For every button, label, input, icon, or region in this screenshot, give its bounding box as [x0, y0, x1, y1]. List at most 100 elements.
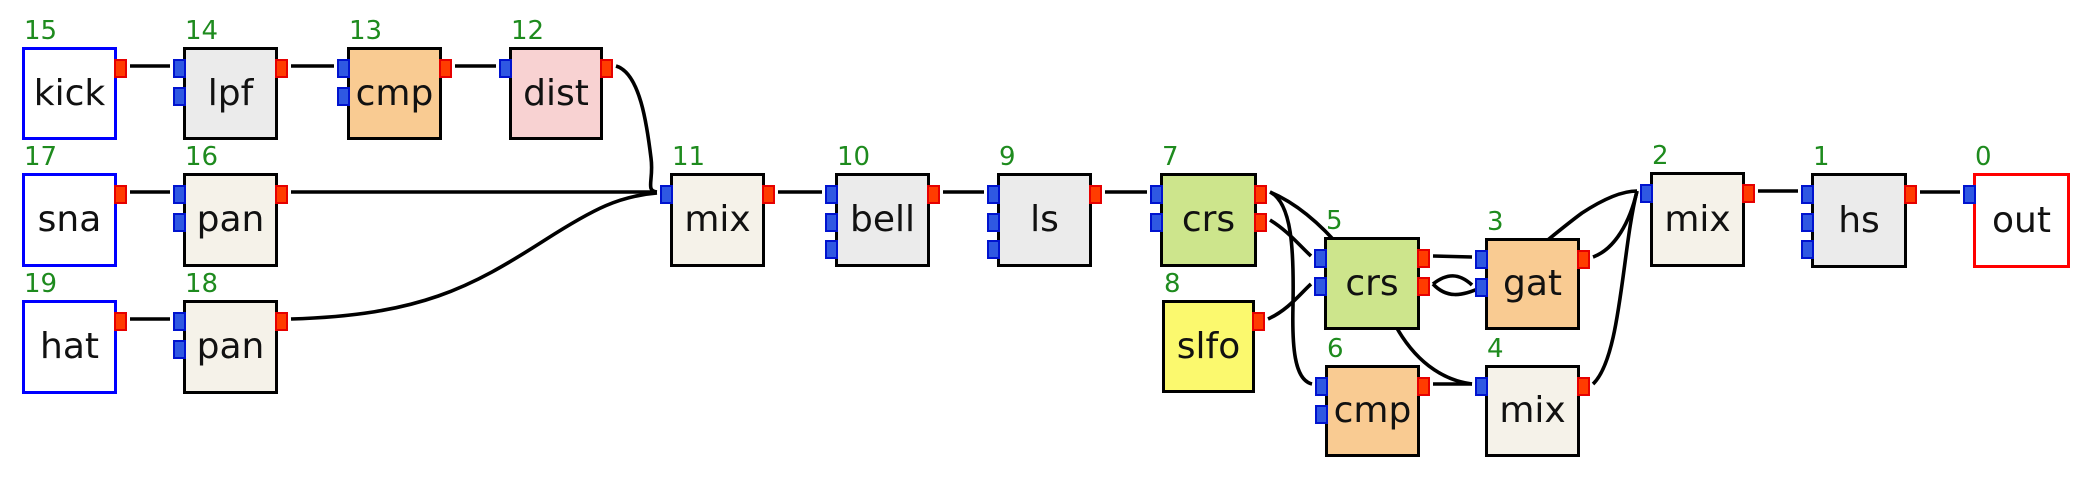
node-label: kick: [33, 72, 106, 114]
output-port-1-out1[interactable]: [1904, 185, 1917, 204]
output-port-15-out1[interactable]: [114, 59, 127, 78]
output-port-13-out1[interactable]: [439, 59, 452, 78]
node-label: crs: [1345, 262, 1399, 304]
output-port-11-out1[interactable]: [762, 185, 775, 204]
node-label: hat: [40, 326, 99, 367]
input-port-11-in1[interactable]: [660, 185, 673, 204]
node-id-number: 6: [1327, 334, 1344, 364]
input-port-10-in2[interactable]: [825, 213, 838, 232]
input-port-16-in2[interactable]: [173, 213, 186, 232]
wire-5.out1-to-3.in1: [1432, 254, 1473, 259]
node-id-number: 19: [24, 269, 58, 299]
output-port-2-out1[interactable]: [1742, 184, 1755, 203]
output-port-14-out1[interactable]: [275, 59, 288, 78]
output-port-17-out1[interactable]: [114, 185, 127, 204]
node-cmp-6[interactable]: 6 cmp: [1315, 336, 1430, 457]
input-port-10-in1[interactable]: [825, 185, 838, 204]
node-hat-19[interactable]: 19 hat: [22, 271, 127, 394]
node-pan-16[interactable]: 16 pan: [173, 144, 288, 267]
output-port-9-out1[interactable]: [1089, 185, 1102, 204]
input-port-9-in1[interactable]: [987, 185, 1000, 204]
input-port-6-in1[interactable]: [1315, 377, 1328, 396]
input-port-7-in1[interactable]: [1150, 185, 1163, 204]
wire-5.out2-to-3.in2: [1431, 274, 1474, 287]
node-id-number: 17: [24, 142, 58, 172]
input-port-3-in2[interactable]: [1475, 278, 1488, 297]
input-port-1-in2[interactable]: [1801, 213, 1814, 232]
node-kick-15[interactable]: 15 kick: [22, 18, 127, 140]
input-port-7-in2[interactable]: [1150, 213, 1163, 232]
node-label: sna: [37, 199, 102, 240]
node-id-number: 15: [24, 16, 58, 46]
input-port-1-in1[interactable]: [1801, 185, 1814, 204]
input-port-5-in1[interactable]: [1314, 249, 1327, 268]
output-port-19-out1[interactable]: [114, 312, 127, 331]
node-ls-9[interactable]: 9 ls: [987, 144, 1102, 267]
node-label: ls: [1030, 199, 1059, 240]
node-label: mix: [684, 199, 751, 240]
input-port-9-in2[interactable]: [987, 213, 1000, 232]
input-port-4-in1[interactable]: [1475, 377, 1488, 396]
input-port-1-in3[interactable]: [1801, 240, 1814, 259]
input-port-18-in2[interactable]: [173, 340, 186, 359]
node-label: hs: [1838, 199, 1880, 241]
output-port-10-out1[interactable]: [927, 185, 940, 204]
output-port-7-out2[interactable]: [1254, 213, 1267, 232]
output-port-5-out2[interactable]: [1417, 277, 1430, 296]
node-label: cmp: [1333, 390, 1412, 431]
node-label: slfo: [1176, 325, 1241, 367]
output-port-4-out1[interactable]: [1577, 377, 1590, 396]
input-port-9-in3[interactable]: [987, 240, 1000, 259]
input-port-14-in2[interactable]: [173, 87, 186, 106]
output-port-5-out1[interactable]: [1417, 249, 1430, 268]
node-label: gat: [1502, 263, 1563, 304]
input-port-3-in1[interactable]: [1475, 250, 1488, 269]
node-id-number: 5: [1326, 206, 1343, 236]
output-port-16-out1[interactable]: [275, 185, 288, 204]
input-port-10-in3[interactable]: [825, 240, 838, 259]
input-port-0-in1[interactable]: [1963, 185, 1976, 204]
node-label: pan: [196, 199, 265, 240]
input-port-5-in2[interactable]: [1314, 277, 1327, 296]
input-port-13-in1[interactable]: [337, 59, 350, 78]
node-id-number: 9: [999, 142, 1016, 172]
node-label: crs: [1181, 199, 1236, 240]
node-id-number: 14: [185, 16, 219, 46]
output-port-3-out1[interactable]: [1577, 250, 1590, 269]
input-port-12-in1[interactable]: [499, 59, 512, 78]
node-bell-10[interactable]: 10 bell: [825, 144, 940, 267]
output-port-12-out1[interactable]: [600, 59, 613, 78]
node-id-number: 2: [1652, 141, 1669, 171]
input-port-13-in2[interactable]: [337, 87, 350, 106]
node-label: bell: [849, 199, 915, 240]
input-port-14-in1[interactable]: [173, 59, 186, 78]
node-sna-17[interactable]: 17 sna: [22, 144, 127, 267]
output-port-7-out1[interactable]: [1254, 185, 1267, 204]
node-id-number: 16: [185, 142, 219, 172]
output-port-6-out1[interactable]: [1417, 377, 1430, 396]
node-label: dist: [523, 72, 589, 114]
wire-18.out1-to-11.in1: [290, 191, 658, 321]
node-label: pan: [196, 326, 265, 367]
node-label: out: [1992, 199, 2051, 241]
output-port-8-out1[interactable]: [1252, 312, 1265, 331]
input-port-16-in1[interactable]: [173, 185, 186, 204]
node-id-number: 10: [837, 142, 871, 172]
input-port-2-in1[interactable]: [1640, 184, 1653, 203]
output-port-18-out1[interactable]: [275, 312, 288, 331]
input-port-18-in1[interactable]: [173, 312, 186, 331]
input-port-6-in2[interactable]: [1315, 405, 1328, 424]
